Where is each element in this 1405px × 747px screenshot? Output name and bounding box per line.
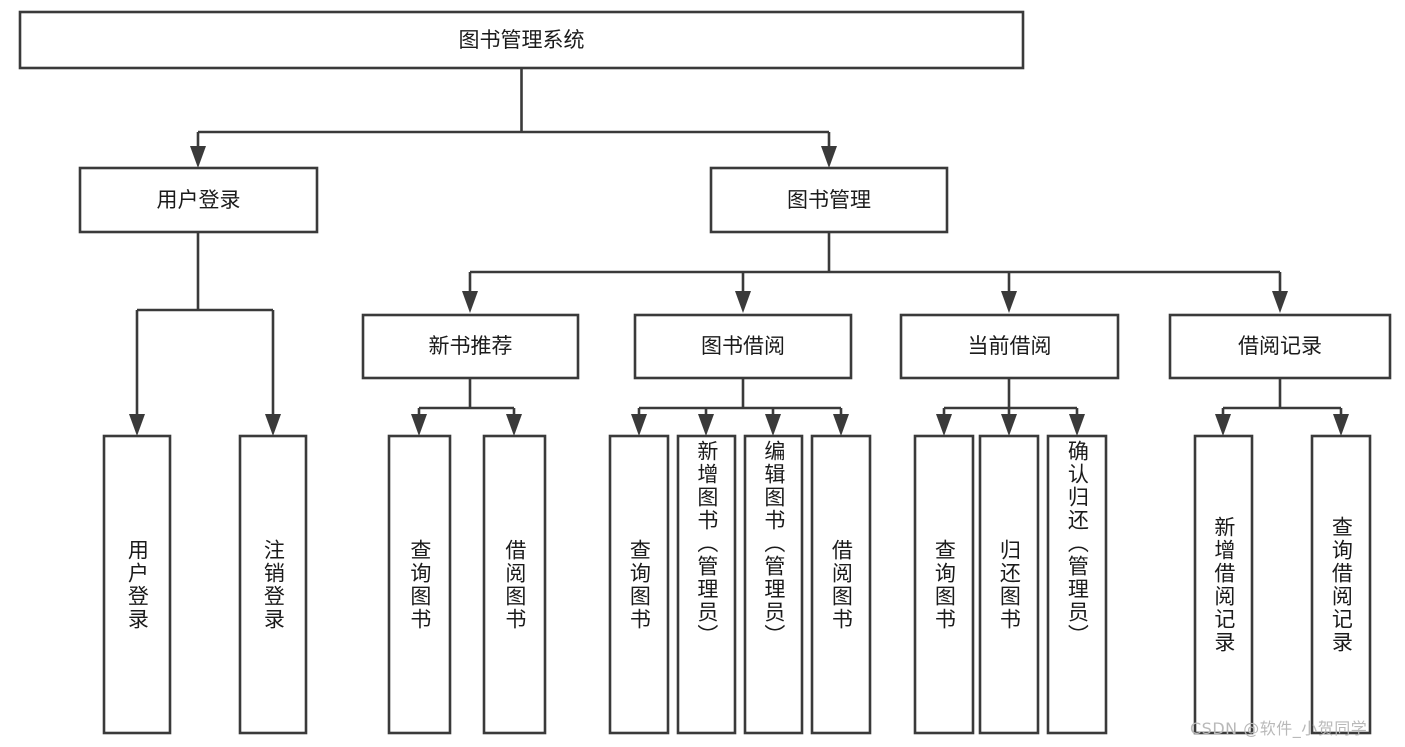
node-new-book-recommend-box[interactable] xyxy=(361,313,580,380)
node-leaf-user-login-box[interactable] xyxy=(102,434,172,735)
node-leaf-borrow-book-2-box[interactable] xyxy=(810,434,872,735)
node-current-borrow-box[interactable] xyxy=(899,313,1120,380)
node-user-login-box[interactable] xyxy=(78,166,319,234)
node-leaf-add-book-box[interactable] xyxy=(676,434,737,735)
node-root-label: 图书管理系统 xyxy=(459,28,585,52)
node-leaf-edit-book-box[interactable] xyxy=(743,434,804,735)
node-leaf-logout-login-box[interactable] xyxy=(238,434,308,735)
arrow-bookborrow-leaf-3 xyxy=(765,414,781,436)
node-leaf-query-book-1-box[interactable] xyxy=(387,434,452,735)
arrow-currentborrow-leaf-2 xyxy=(1001,414,1017,436)
csdn-watermark: CSDN @软件_小贺同学 xyxy=(1190,719,1368,738)
node-book-manage-label: 图书管理 xyxy=(787,188,871,212)
node-leaf-return-book-box[interactable] xyxy=(978,434,1040,735)
node-borrow-record-label: 借阅记录 xyxy=(1238,334,1322,358)
arrow-userlogin-leaf-1 xyxy=(129,414,145,436)
arrow-currentborrow-leaf-1 xyxy=(936,414,952,436)
arrow-bookmanage-to-newbook xyxy=(462,291,478,313)
node-leaf-add-record-box[interactable] xyxy=(1193,434,1254,735)
arrow-root-to-book-manage xyxy=(821,146,837,168)
arrow-currentborrow-leaf-3 xyxy=(1069,414,1085,436)
node-new-book-recommend-label: 新书推荐 xyxy=(429,334,513,358)
arrow-bookmanage-to-borrowrecord xyxy=(1272,291,1288,313)
arrow-userlogin-leaf-2 xyxy=(265,414,281,436)
node-leaf-confirm-return-box[interactable] xyxy=(1046,434,1108,735)
node-layer: 图书管理系统 用户登录 图书管理 新书推荐 图书借阅 当前借阅 借阅记录 xyxy=(18,10,1392,735)
arrow-bookmanage-to-bookborrow xyxy=(735,291,751,313)
connector-layer xyxy=(129,68,1349,436)
node-root-box[interactable] xyxy=(18,10,1025,70)
arrow-bookborrow-leaf-1 xyxy=(631,414,647,436)
arrow-root-to-user-login xyxy=(190,146,206,168)
node-leaf-query-record-box[interactable] xyxy=(1310,434,1372,735)
arrow-bookborrow-leaf-4 xyxy=(833,414,849,436)
node-leaf-borrow-book-1-box[interactable] xyxy=(482,434,547,735)
node-book-manage-box[interactable] xyxy=(709,166,949,234)
node-book-borrow-box[interactable] xyxy=(633,313,853,380)
node-user-login-label: 用户登录 xyxy=(157,188,241,212)
arrow-borrowrecord-leaf-2 xyxy=(1333,414,1349,436)
node-leaf-query-book-2-box[interactable] xyxy=(608,434,670,735)
node-book-borrow-label: 图书借阅 xyxy=(701,334,785,358)
node-leaf-query-book-3-box[interactable] xyxy=(913,434,975,735)
arrow-newbook-leaf-1 xyxy=(411,414,427,436)
arrow-newbook-leaf-2 xyxy=(506,414,522,436)
node-current-borrow-label: 当前借阅 xyxy=(968,334,1052,358)
arrow-bookmanage-to-currentborrow xyxy=(1001,291,1017,313)
arrow-bookborrow-leaf-2 xyxy=(698,414,714,436)
node-borrow-record-box[interactable] xyxy=(1168,313,1392,380)
arrow-borrowrecord-leaf-1 xyxy=(1215,414,1231,436)
